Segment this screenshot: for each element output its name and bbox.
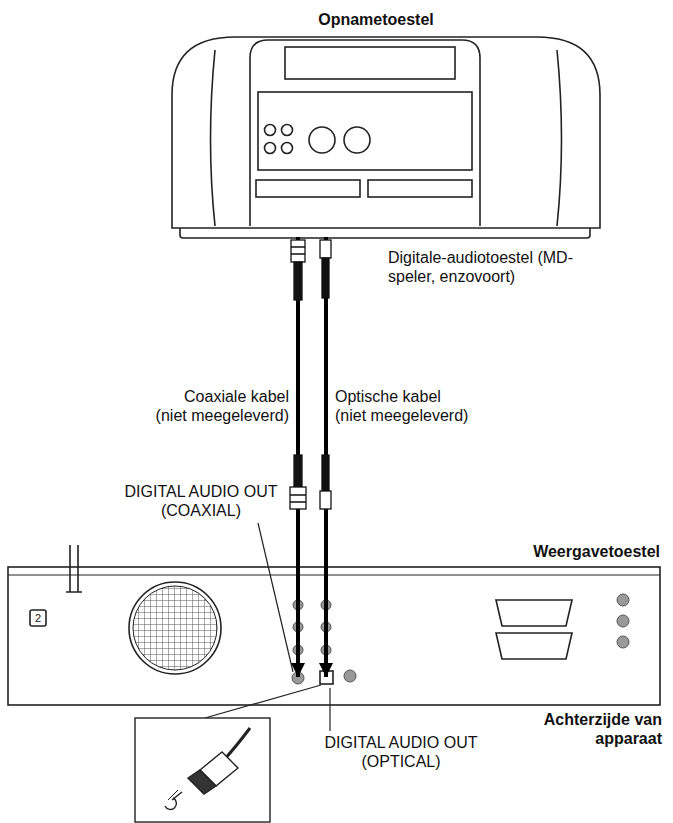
device-heading: Weergavetoestel [533, 543, 660, 561]
cable-label: Coaxiale kabel (niet meegeleverd) [152, 387, 289, 425]
player-drawing [8, 545, 660, 705]
icon-number: 2 [30, 610, 46, 626]
jack-label: DIGITAL AUDIO OUT (COAXIAL) [115, 482, 287, 520]
recorder-drawing [172, 37, 600, 238]
leader-line [205, 523, 330, 731]
view-caption: Achterzijde van apparaat [520, 710, 662, 748]
device-caption: Digitale-audiotoestel (MD-speler, enzovo… [388, 248, 578, 286]
device-node: Weergavetoestel [8, 567, 660, 705]
jack-label: DIGITAL AUDIO OUT (OPTICAL) [312, 733, 490, 771]
cable-label: Optische kabel (niet meegeleverd) [335, 387, 472, 425]
optical-plug-inset [135, 718, 270, 822]
device-node: Opnametoestel [170, 35, 602, 237]
device-heading: Opnametoestel [318, 11, 434, 29]
